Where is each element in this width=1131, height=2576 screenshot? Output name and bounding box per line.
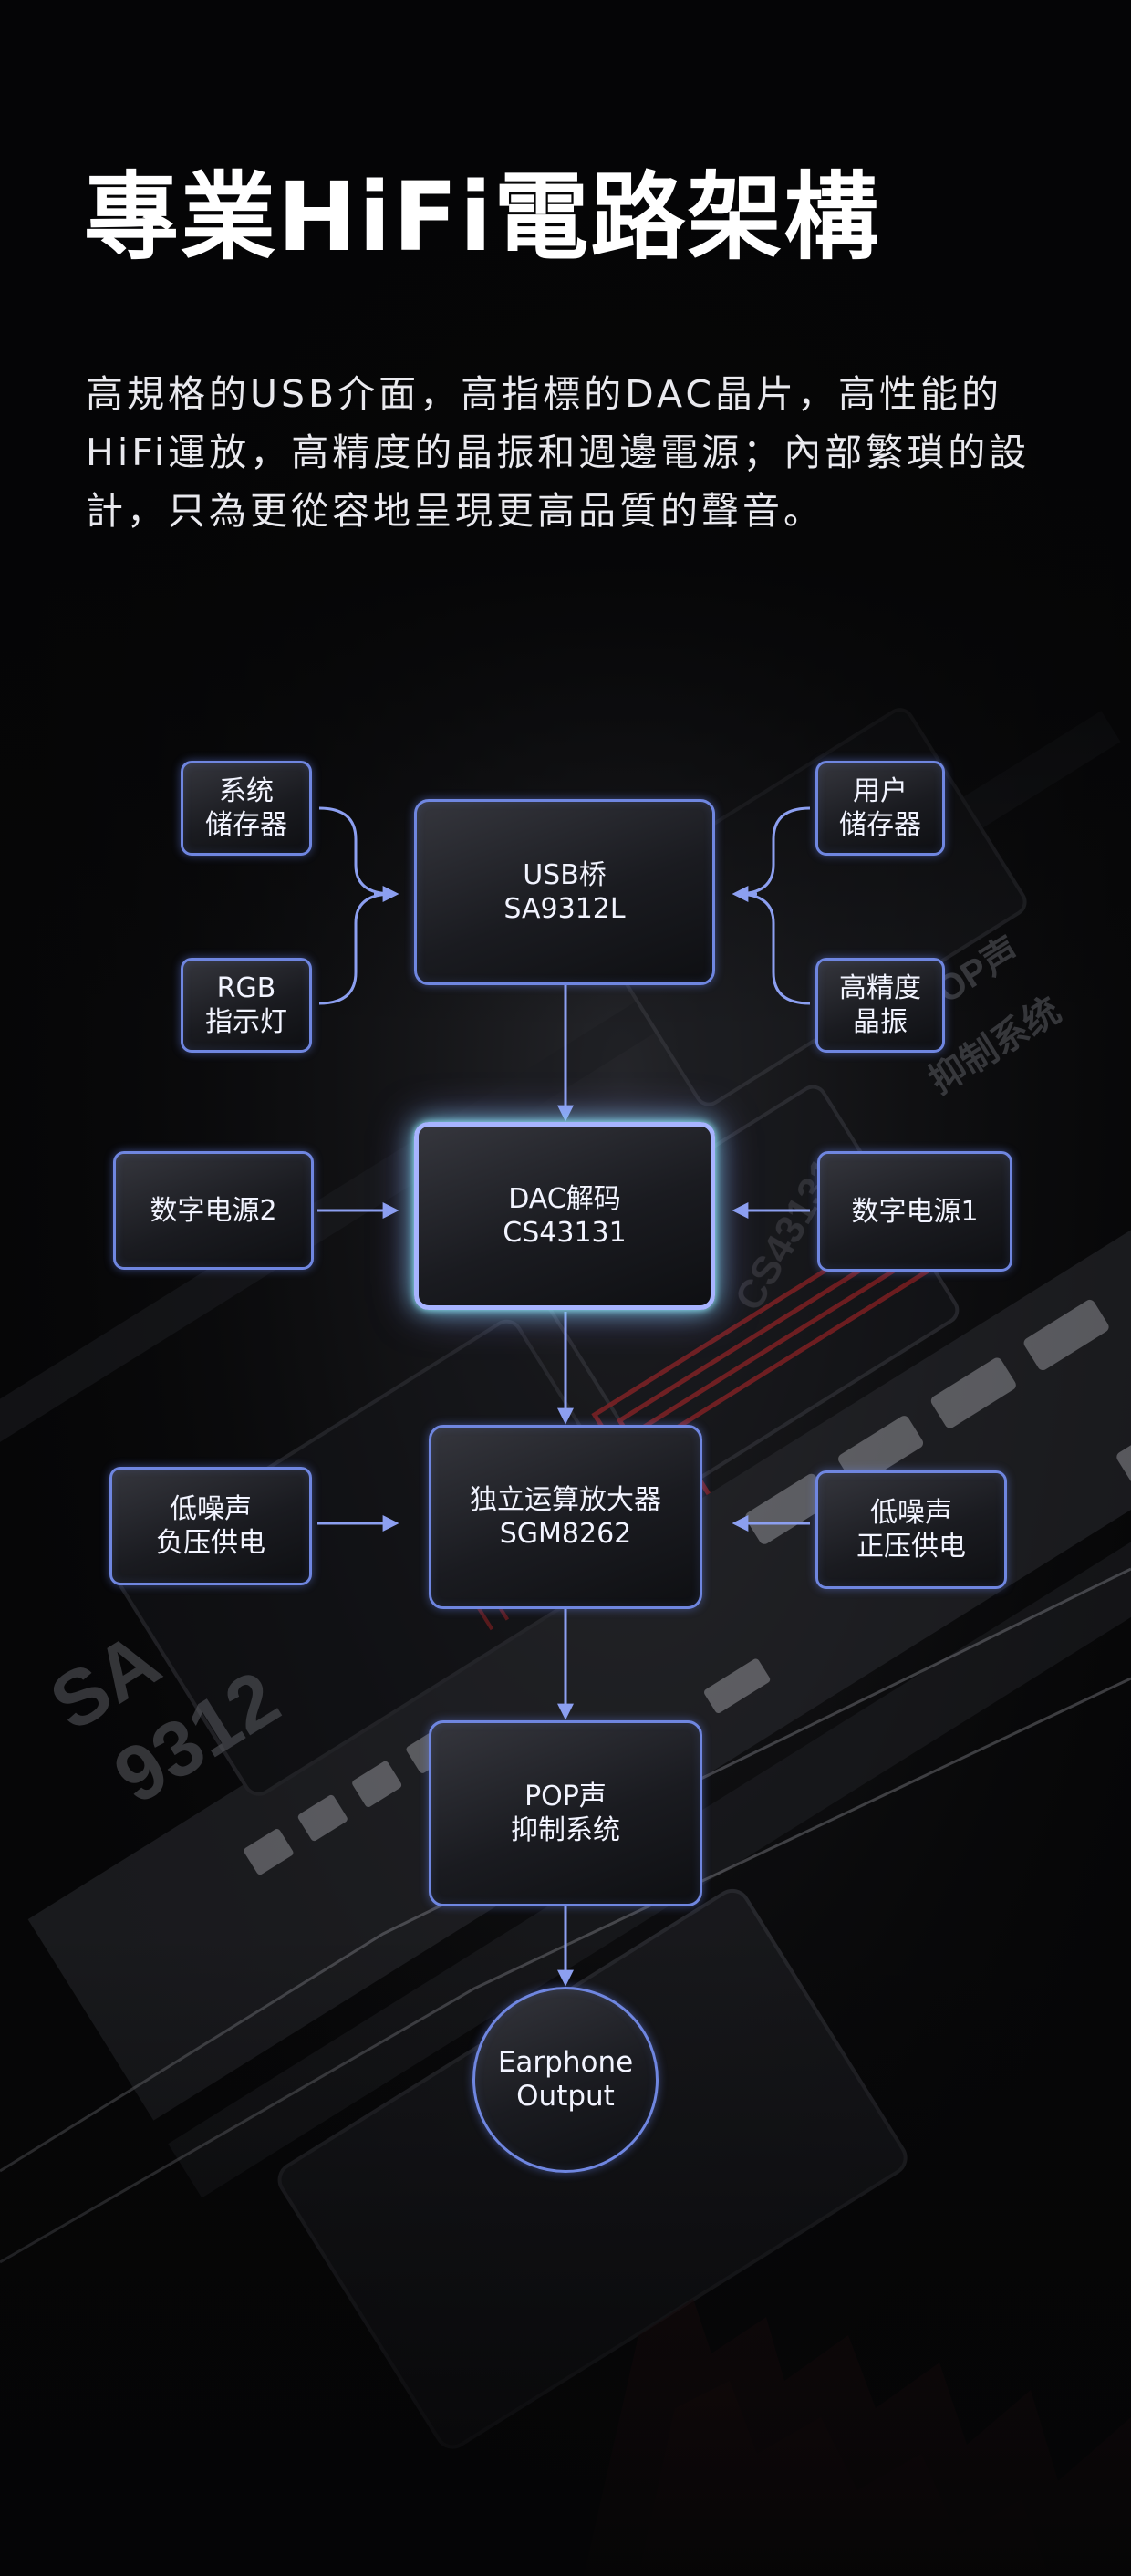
negative-supply-line-1: 低噪声 — [170, 1493, 252, 1525]
earphone-output-node: Earphone Output — [472, 1987, 659, 2173]
earphone-label-line-1: Earphone — [497, 2046, 634, 2079]
dac-node: DAC解码 CS43131 — [414, 1122, 715, 1310]
crystal-oscillator-line-1: 高精度 — [839, 972, 921, 1004]
pop-label-line-2: 抑制系统 — [511, 1814, 620, 1846]
usb-bridge-node: USB桥 SA9312L — [414, 799, 715, 985]
pop-label-line-1: POP声 — [524, 1781, 607, 1813]
user-storage-line-2: 储存器 — [839, 809, 921, 841]
digital-power-2-node: 数字电源2 — [113, 1151, 314, 1270]
rgb-indicator-node: RGB 指示灯 — [181, 958, 312, 1053]
crystal-oscillator-line-2: 晶振 — [853, 1006, 908, 1038]
dac-chip: CS43131 — [503, 1217, 627, 1249]
digital-power-1-label: 数字电源1 — [851, 1195, 979, 1228]
usb-bridge-label: USB桥 — [523, 859, 607, 891]
user-storage-node: 用户 储存器 — [815, 761, 945, 856]
opamp-chip: SGM8262 — [499, 1518, 632, 1550]
dac-label: DAC解码 — [508, 1183, 621, 1215]
system-storage-line-2: 储存器 — [205, 809, 287, 841]
positive-supply-line-1: 低噪声 — [870, 1497, 952, 1529]
usb-bridge-chip: SA9312L — [503, 893, 626, 925]
description: 高規格的USB介面，高指標的DAC晶片，高性能的 HiFi運放，高精度的晶振和週… — [86, 365, 1053, 540]
digital-power-1-node: 数字电源1 — [817, 1151, 1012, 1272]
system-storage-node: 系统 储存器 — [181, 761, 312, 856]
rgb-indicator-line-2: 指示灯 — [205, 1006, 287, 1038]
opamp-label: 独立运算放大器 — [470, 1484, 661, 1516]
description-line-3: 計，只為更從容地呈現更高品質的聲音。 — [86, 489, 825, 533]
description-line-1: 高規格的USB介面，高指標的DAC晶片，高性能的 — [86, 372, 1002, 416]
negative-supply-line-2: 负压供电 — [156, 1527, 265, 1559]
description-line-2: HiFi運放，高精度的晶振和週邊電源；內部繁瑣的設 — [86, 431, 1031, 474]
pop-node: POP声 抑制系统 — [429, 1720, 702, 1906]
system-storage-line-1: 系统 — [219, 775, 274, 807]
rgb-indicator-line-1: RGB — [216, 972, 276, 1004]
positive-supply-line-2: 正压供电 — [856, 1531, 966, 1563]
opamp-node: 独立运算放大器 SGM8262 — [429, 1425, 702, 1609]
negative-supply-node: 低噪声 负压供电 — [109, 1467, 312, 1585]
user-storage-line-1: 用户 — [853, 775, 908, 807]
positive-supply-node: 低噪声 正压供电 — [815, 1470, 1007, 1589]
crystal-oscillator-node: 高精度 晶振 — [815, 958, 945, 1053]
digital-power-2-label: 数字电源2 — [150, 1194, 277, 1227]
earphone-label-line-2: Output — [516, 2080, 615, 2113]
page-title: 專業HiFi電路架構 — [84, 161, 881, 273]
